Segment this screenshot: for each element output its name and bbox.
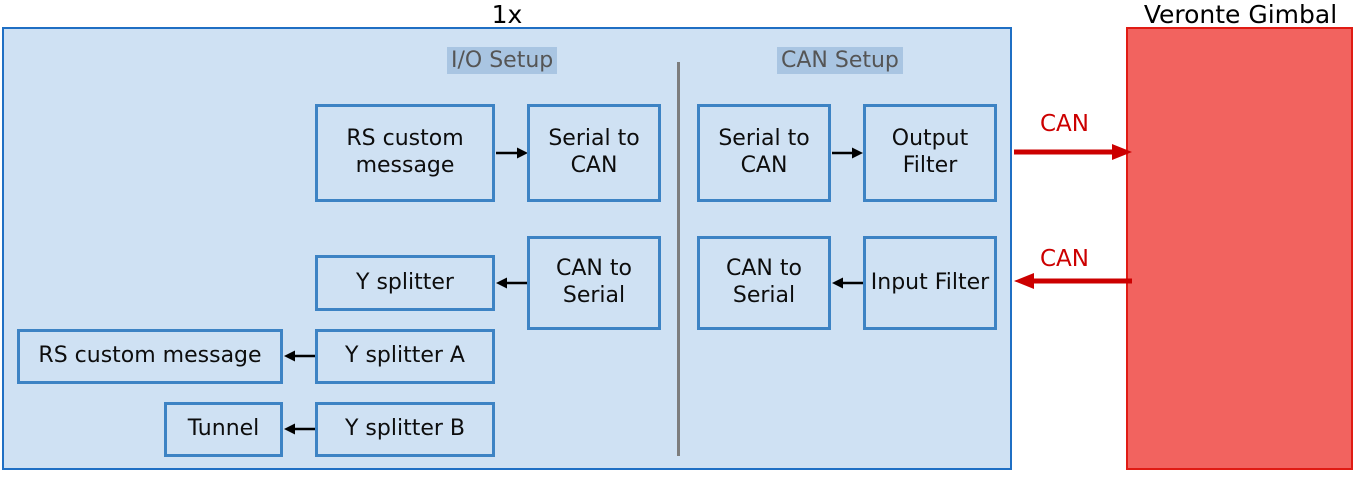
can-link-outbound-label: CAN [1040,111,1089,137]
arrow-can-inbound [1014,272,1132,290]
arrow-serial-to-can-to-output-filter [832,146,863,160]
can-link-inbound-label: CAN [1040,246,1089,272]
box-rs-custom-message-out[interactable]: RS custom message [315,104,495,202]
gimbal-unit-panel [1126,27,1353,470]
box-can-to-serial-io[interactable]: CAN to Serial [527,236,661,330]
box-input-filter[interactable]: Input Filter [863,236,997,330]
box-tunnel[interactable]: Tunnel [164,402,283,457]
arrow-can-to-serial-to-y-splitter [496,276,528,290]
arrow-y-splitter-b-to-tunnel [284,422,316,436]
box-y-splitter-b[interactable]: Y splitter B [315,402,495,457]
local-unit-panel [2,27,1012,470]
box-y-splitter[interactable]: Y splitter [315,255,495,311]
section-divider [677,62,680,456]
box-y-splitter-a[interactable]: Y splitter A [315,329,495,384]
box-rs-custom-message-in[interactable]: RS custom message [17,329,283,384]
section-header-io-setup: I/O Setup [447,47,558,75]
section-header-can-setup: CAN Setup [777,47,903,75]
box-serial-to-can-can[interactable]: Serial to CAN [697,104,831,202]
arrow-can-outbound [1014,143,1132,161]
gimbal-unit-title: Veronte Gimbal [1143,0,1338,29]
box-can-to-serial-can[interactable]: CAN to Serial [697,236,831,330]
arrow-input-filter-to-can-to-serial [832,276,863,290]
arrow-rs-to-serial-to-can [496,146,528,160]
local-unit-title: 1x [491,0,523,29]
box-serial-to-can-io[interactable]: Serial to CAN [527,104,661,202]
box-output-filter[interactable]: Output Filter [863,104,997,202]
arrow-y-splitter-a-to-rs-custom-message [284,349,316,363]
